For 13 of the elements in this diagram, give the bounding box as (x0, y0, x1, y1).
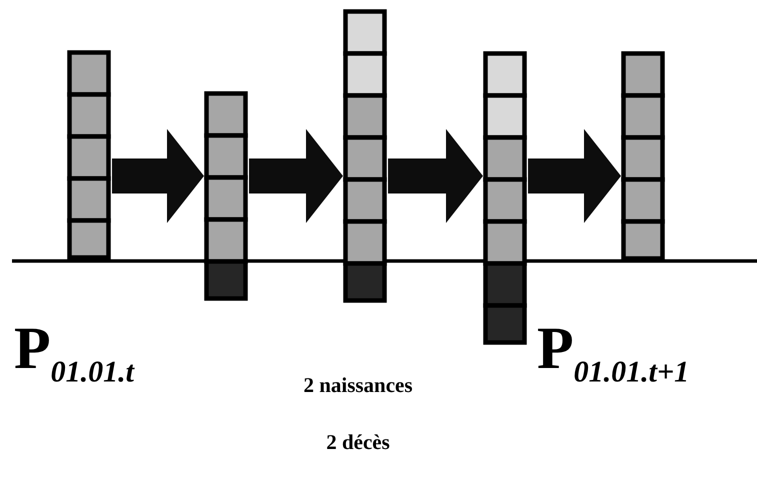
stacked-column (204, 91, 248, 301)
stacked-column (343, 9, 387, 303)
block-arrow (528, 129, 621, 223)
stacked-column (621, 51, 665, 261)
block-arrow (249, 129, 343, 223)
stacked-column (67, 50, 111, 260)
block-arrow (112, 129, 204, 223)
population-label: P$_{01.01.t}$ (14, 318, 134, 388)
stacked-column (483, 51, 527, 345)
block-arrow (388, 129, 483, 223)
deaths-note: 2 décès (326, 432, 390, 453)
births-note: 2 naissances (303, 375, 413, 396)
population-label: P$_{01.01.t+1}$ (537, 318, 690, 388)
